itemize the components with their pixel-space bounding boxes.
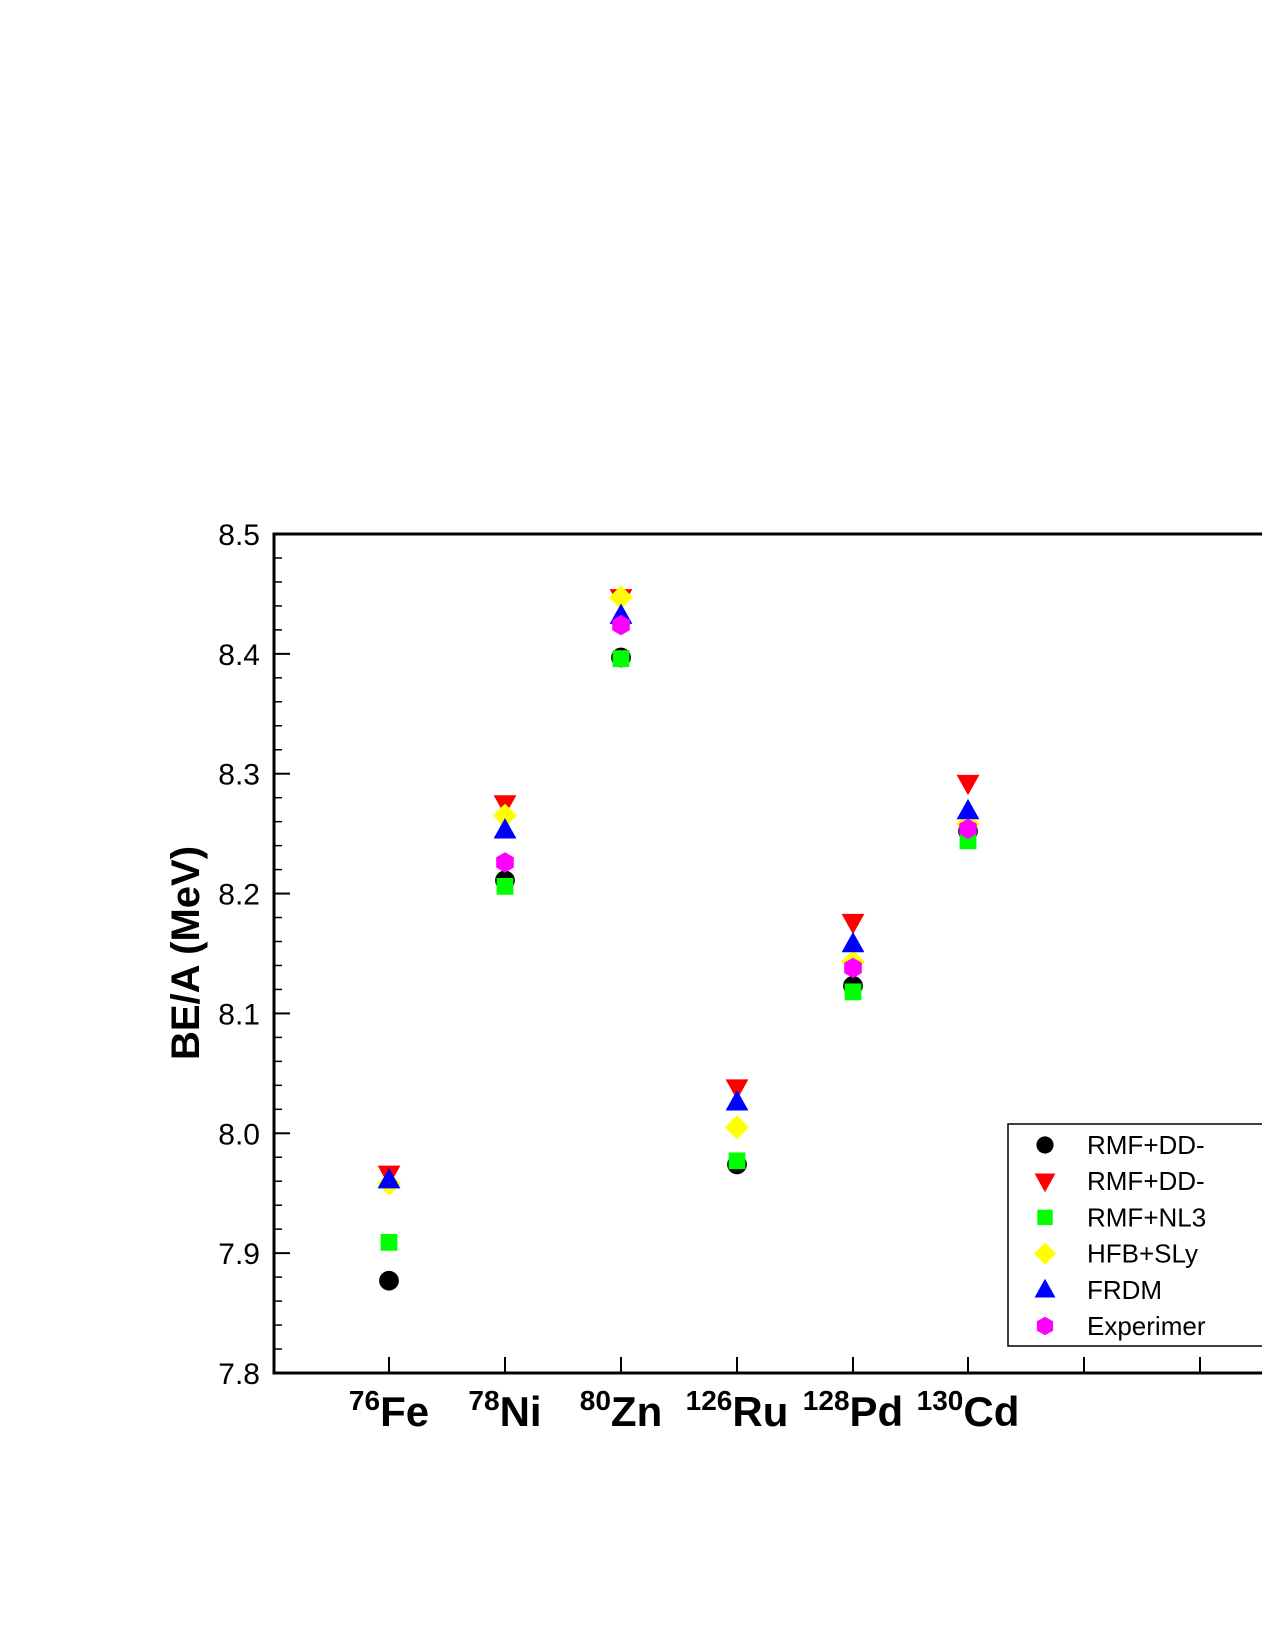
legend-item: HFB+SLy [1034,1239,1198,1269]
y-tick-label: 7.8 [218,1358,260,1391]
legend-item: Experimer [1036,1311,1206,1341]
legend-label: RMF+NL3 [1087,1202,1206,1232]
data-point [725,1079,749,1100]
legend-label: RMF+DD- [1087,1166,1205,1196]
data-point [380,1233,398,1251]
data-point [841,931,865,953]
data-point [609,585,633,610]
plot-border [272,532,1262,1375]
data-point [377,1168,401,1189]
element-symbol: Ni [500,1388,542,1435]
y-tick-label: 8.1 [218,998,260,1031]
x-axis: 76Fe 78Ni 80Zn 126Ru 128Pd 130Cd [349,1357,1201,1435]
data-point [725,1115,749,1140]
data-point [844,957,862,979]
y-tick-label: 8.2 [218,879,260,912]
element-symbol: Cd [963,1388,1019,1435]
data-point [844,983,862,1001]
data-point [956,774,980,796]
element-symbol: Zn [611,1388,662,1435]
data-marks [377,585,980,1291]
mass-number: 80 [580,1385,611,1416]
legend-item: RMF+NL3 [1037,1202,1206,1232]
data-point [493,818,517,839]
legend-label: FRDM [1087,1275,1162,1305]
legend-marker [1034,1242,1056,1265]
mass-number: 78 [468,1385,499,1416]
legend-item: FRDM [1034,1275,1162,1305]
y-tick-label: 8.4 [218,639,260,672]
x-category-label: 126Ru [686,1385,789,1435]
series-square [380,650,977,1251]
y-tick-label: 7.9 [218,1238,260,1271]
x-category-label: 76Fe [349,1385,429,1435]
legend-marker [1034,1173,1056,1193]
element-symbol: Pd [850,1388,904,1435]
data-point [959,818,977,839]
series-hexagon [496,614,977,979]
legend-marker [1036,1136,1054,1154]
legend-label: Experimer [1087,1311,1206,1341]
x-category-label: 128Pd [803,1385,903,1435]
y-tick-label: 8.5 [218,519,260,552]
legend-label: HFB+SLy [1087,1239,1198,1269]
plot-frame [272,532,1262,1375]
legend-item: RMF+DD- [1034,1166,1205,1196]
data-point [612,650,630,668]
element-symbol: Fe [380,1388,429,1435]
y-tick-label: 8.0 [218,1118,260,1151]
mass-number: 126 [686,1385,733,1416]
mass-number: 130 [917,1385,964,1416]
legend-label: RMF+DD- [1087,1130,1205,1160]
data-point [496,877,514,895]
legend-marker [1037,1209,1053,1226]
y-axis-label: BE/A (MeV) [164,846,208,1060]
x-category-label: 130Cd [917,1385,1020,1435]
legend-item: RMF+DD- [1036,1130,1205,1160]
mass-number: 76 [349,1385,380,1416]
x-category-label: 80Zn [580,1385,662,1435]
y-tick-label: 8.3 [218,759,260,792]
data-point [379,1270,399,1291]
data-point [956,798,980,820]
element-symbol: Ru [732,1388,788,1435]
data-point [612,614,630,636]
legend-marker [1034,1278,1056,1298]
data-point [728,1152,746,1170]
data-point [841,913,865,935]
x-category-label: 78Ni [468,1385,541,1435]
data-point [496,852,514,873]
data-point [959,832,977,850]
legend-box [1007,1123,1262,1347]
mass-number: 128 [803,1385,850,1416]
legend-marker [1036,1316,1054,1336]
data-point [725,1090,749,1111]
y-axis: 7.8 7.9 8.0 8.1 8.2 8.3 8.4 8.5 [218,519,290,1391]
data-point [493,803,517,828]
